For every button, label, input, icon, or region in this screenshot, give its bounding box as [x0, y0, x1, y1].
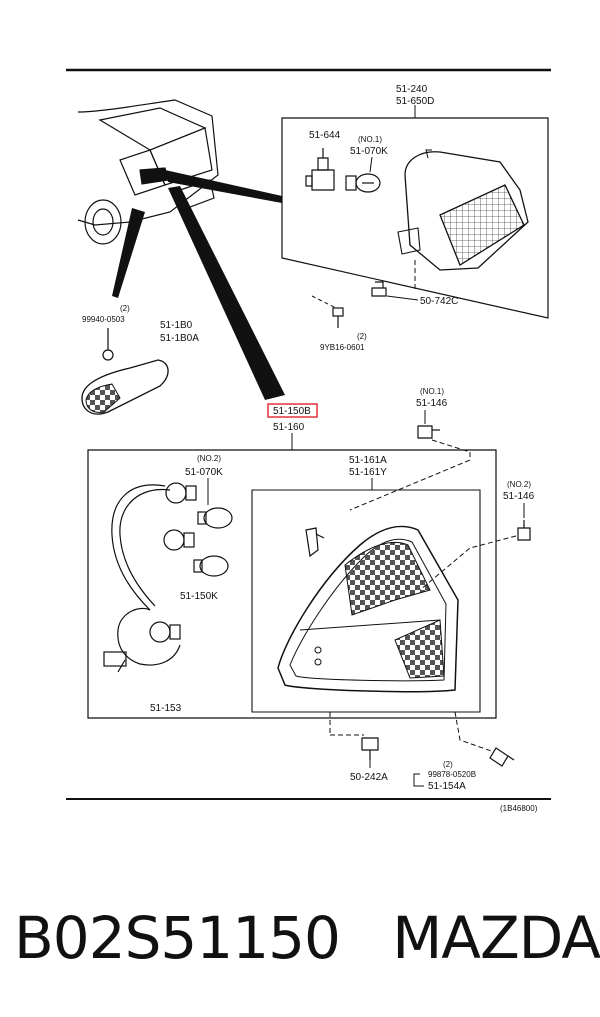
socket-bottom[interactable]: [149, 621, 181, 643]
label-clip-qty-top: (NO.1): [420, 387, 444, 396]
label-51-240: 51-240: [396, 84, 428, 95]
top-group-frame: [281, 117, 549, 319]
label-highlighted-part[interactable]: 51-150B: [273, 406, 311, 417]
bracket-clip[interactable]: [305, 527, 325, 558]
clip-51-146-right[interactable]: [517, 520, 531, 541]
label-51-160: 51-160: [273, 422, 305, 433]
label-nut-qty: (2): [120, 304, 130, 313]
label-51-153: 51-153: [150, 703, 182, 714]
socket-lower[interactable]: [163, 529, 195, 551]
socket-upper[interactable]: [165, 482, 197, 504]
label-51-150K: 51-150K: [180, 591, 218, 602]
bulb-51-070K-top[interactable]: [345, 173, 381, 193]
label-51-1B0A: 51-1B0A: [160, 333, 199, 344]
rear-group-frame: [87, 449, 497, 719]
callout-top-wedge: [165, 170, 282, 203]
label-51-161Y: 51-161Y: [349, 467, 387, 478]
nut-99940-0503[interactable]: [102, 328, 114, 361]
label-99878-0520B: 99878-0520B: [428, 770, 476, 779]
label-51-154A: 51-154A: [428, 781, 466, 792]
label-99940-0503: 99940-0503: [82, 315, 125, 324]
label-51-1B0: 51-1B0: [160, 320, 193, 331]
label-9YB16-0601: 9YB16-0601: [320, 343, 365, 352]
bulb-51-150K[interactable]: [193, 555, 229, 577]
part-number: B02S51150: [14, 904, 341, 972]
figure-code: (1B46800): [500, 804, 538, 813]
lens-group-frame: [251, 489, 481, 713]
label-clip-qty-right: (NO.2): [507, 480, 531, 489]
screw-99878-0520B[interactable]: [489, 747, 515, 767]
label-51-146-top: 51-146: [416, 398, 448, 409]
label-50-742C: 50-742C: [420, 296, 458, 307]
socket-51-644[interactable]: [305, 148, 335, 191]
parts-diagram: 51-240 51-650D 51-644 (NO.1) 51-070K 50-…: [66, 68, 551, 813]
label-screw-qty-rear: (2): [443, 760, 453, 769]
clip-50-742C[interactable]: [371, 281, 387, 297]
label-51-146-right: 51-146: [503, 491, 535, 502]
screw-9YB16-0601[interactable]: [332, 307, 344, 328]
label-bulb-top: 51-070K: [350, 146, 388, 157]
clip-50-242A[interactable]: [361, 737, 379, 760]
label-bulb-rear: 51-070K: [185, 467, 223, 478]
wiring-harness-51-153[interactable]: [103, 484, 181, 673]
label-51-644: 51-644: [309, 130, 341, 141]
label-51-650D: 51-650D: [396, 96, 434, 107]
label-screw-qty-top: (2): [357, 332, 367, 341]
brand-name: MAZDA: [392, 904, 600, 972]
car-rear-illustration: [77, 99, 219, 245]
label-bulb-qty-top: (NO.1): [358, 135, 382, 144]
callout-rear-wedge: [168, 186, 285, 400]
label-bulb-qty-rear: (NO.2): [197, 454, 221, 463]
clip-51-146-top[interactable]: [417, 425, 440, 439]
callout-side-wedge: [112, 208, 145, 298]
highlight-box: [267, 403, 318, 418]
part-caption: B02S51150 MAZDA: [14, 898, 600, 978]
bulb-51-070K-rear-upper[interactable]: [197, 507, 233, 529]
label-50-242A: 50-242A: [350, 772, 388, 783]
label-51-161A: 51-161A: [349, 455, 387, 466]
rear-lamp-body-51-161A[interactable]: [277, 525, 459, 693]
side-marker-lamp[interactable]: [81, 359, 169, 415]
lamp-housing-51-240[interactable]: [397, 149, 529, 271]
